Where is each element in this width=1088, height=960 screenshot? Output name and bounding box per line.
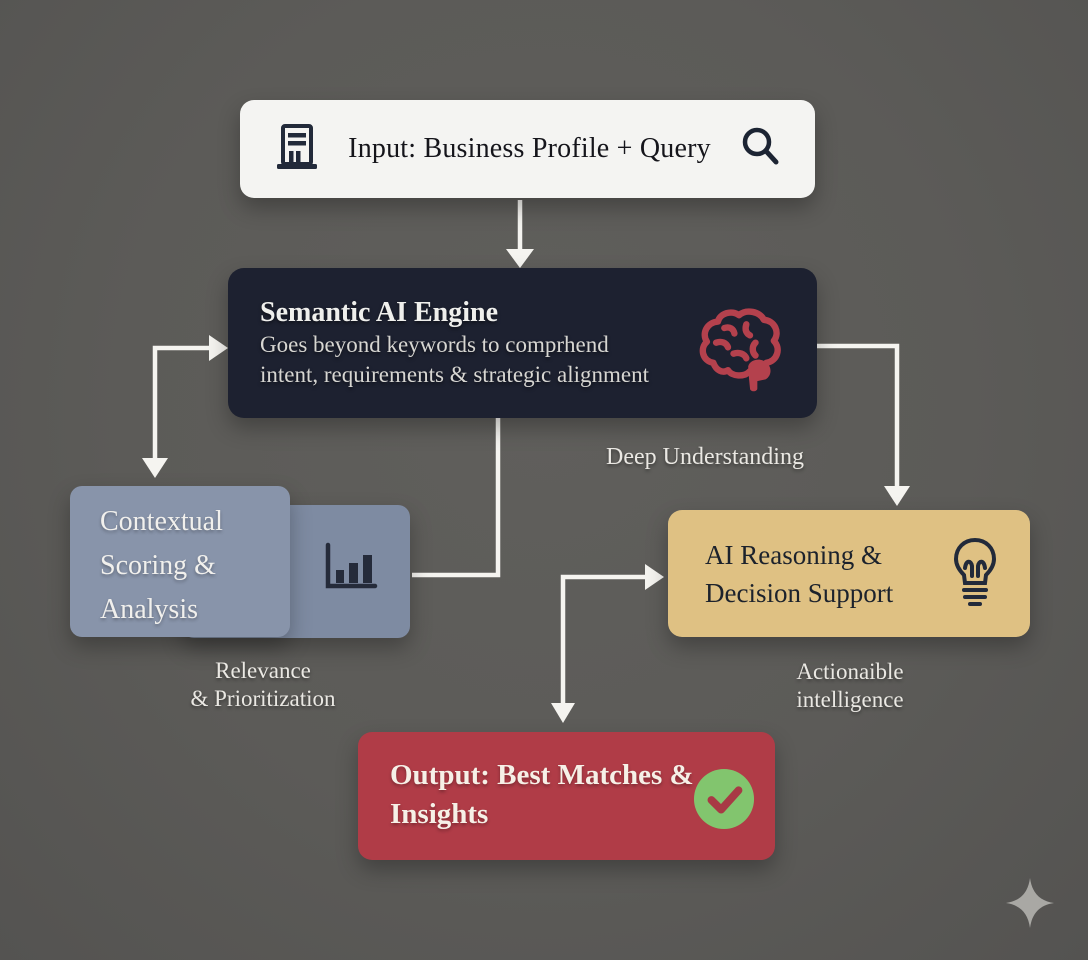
check-circle-icon	[693, 768, 755, 835]
engine-node: Semantic AI Engine Goes beyond keywords …	[228, 268, 817, 418]
actionable-caption: Actionaible intelligence	[750, 658, 950, 714]
arrow-engine-contextual	[152, 345, 210, 460]
bar-chart-icon	[322, 542, 380, 597]
sparkle-icon	[1004, 876, 1056, 935]
engine-subtitle-line1: Goes beyond keywords to comprhend	[260, 332, 609, 357]
brain-icon	[693, 306, 785, 399]
output-node-label: Output: Best Matches & Insights	[390, 759, 694, 830]
relevance-caption: Relevance & Prioritization	[113, 657, 413, 713]
input-node: Input: Business Profile + Query	[240, 100, 815, 198]
contextual-node: Contextual Scoring & Analysis	[70, 486, 290, 637]
engine-subtitle-line2: intent, requirements & strategic alignme…	[260, 362, 649, 387]
building-icon	[274, 121, 320, 178]
relevance-caption-line2: & Prioritization	[190, 686, 336, 711]
input-node-label: Input: Business Profile + Query	[348, 133, 711, 164]
relevance-caption-line1: Relevance	[215, 658, 311, 683]
reasoning-node: AI Reasoning & Decision Support	[668, 510, 1030, 637]
connector-engine-to-chart	[412, 418, 501, 578]
lightbulb-icon	[948, 536, 1002, 617]
contextual-node-label: Contextual Scoring & Analysis	[100, 506, 223, 625]
actionable-caption-line1: Actionaible	[796, 659, 904, 684]
output-node: Output: Best Matches & Insights	[358, 732, 775, 860]
deep-understanding-label: Deep Understanding	[606, 444, 804, 470]
arrow-split	[560, 574, 646, 704]
reasoning-node-label: AI Reasoning & Decision Support	[705, 540, 894, 608]
search-icon	[739, 125, 781, 174]
actionable-caption-line2: intelligence	[796, 687, 904, 712]
engine-title: Semantic AI Engine	[260, 297, 499, 328]
